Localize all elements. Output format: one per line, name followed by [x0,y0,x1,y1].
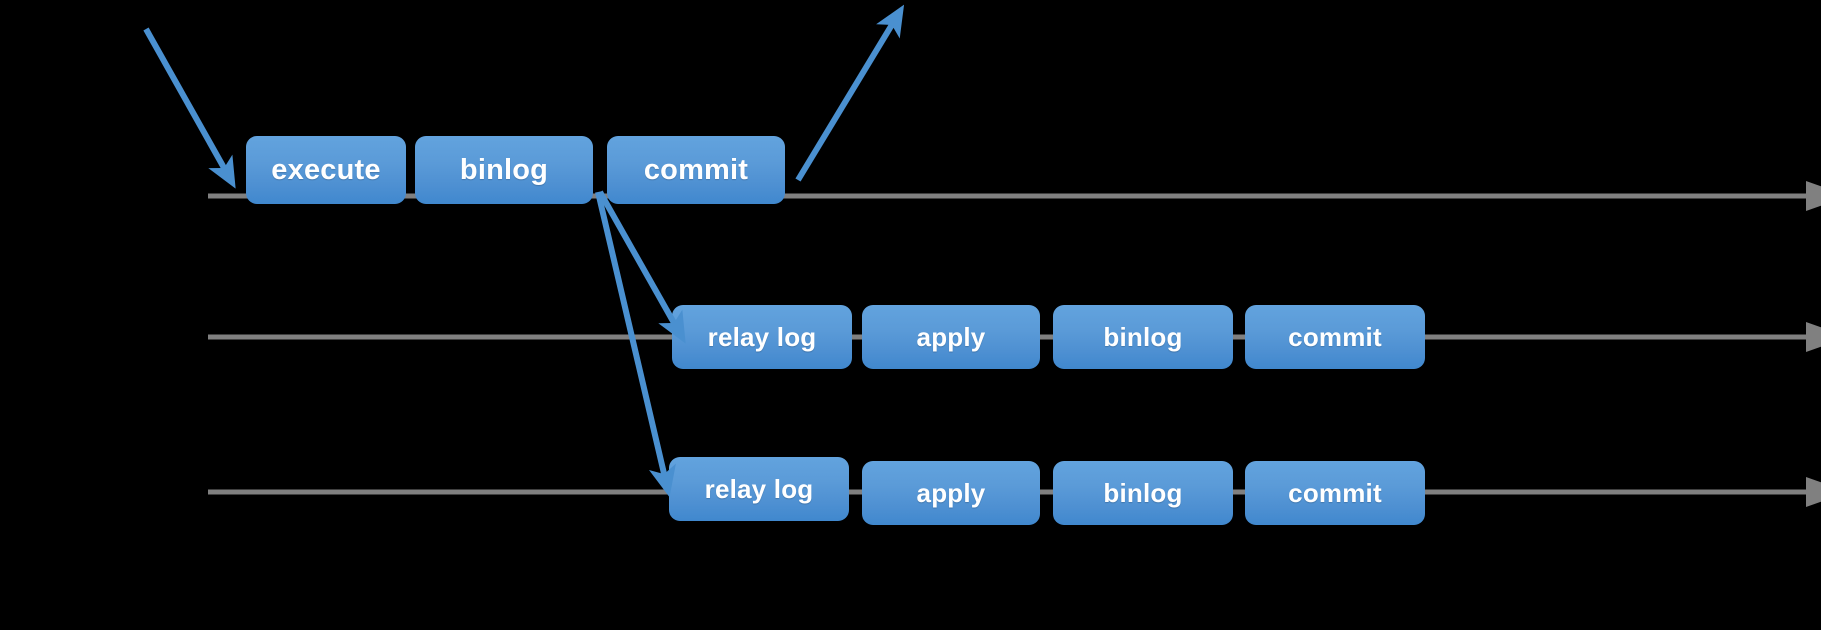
binlog-to-slave-1-arrow [597,190,686,344]
client-response-out-arrow [795,4,905,182]
client-request-in-arrow [143,27,236,189]
binlog-to-slave-2-arrow [595,191,676,498]
